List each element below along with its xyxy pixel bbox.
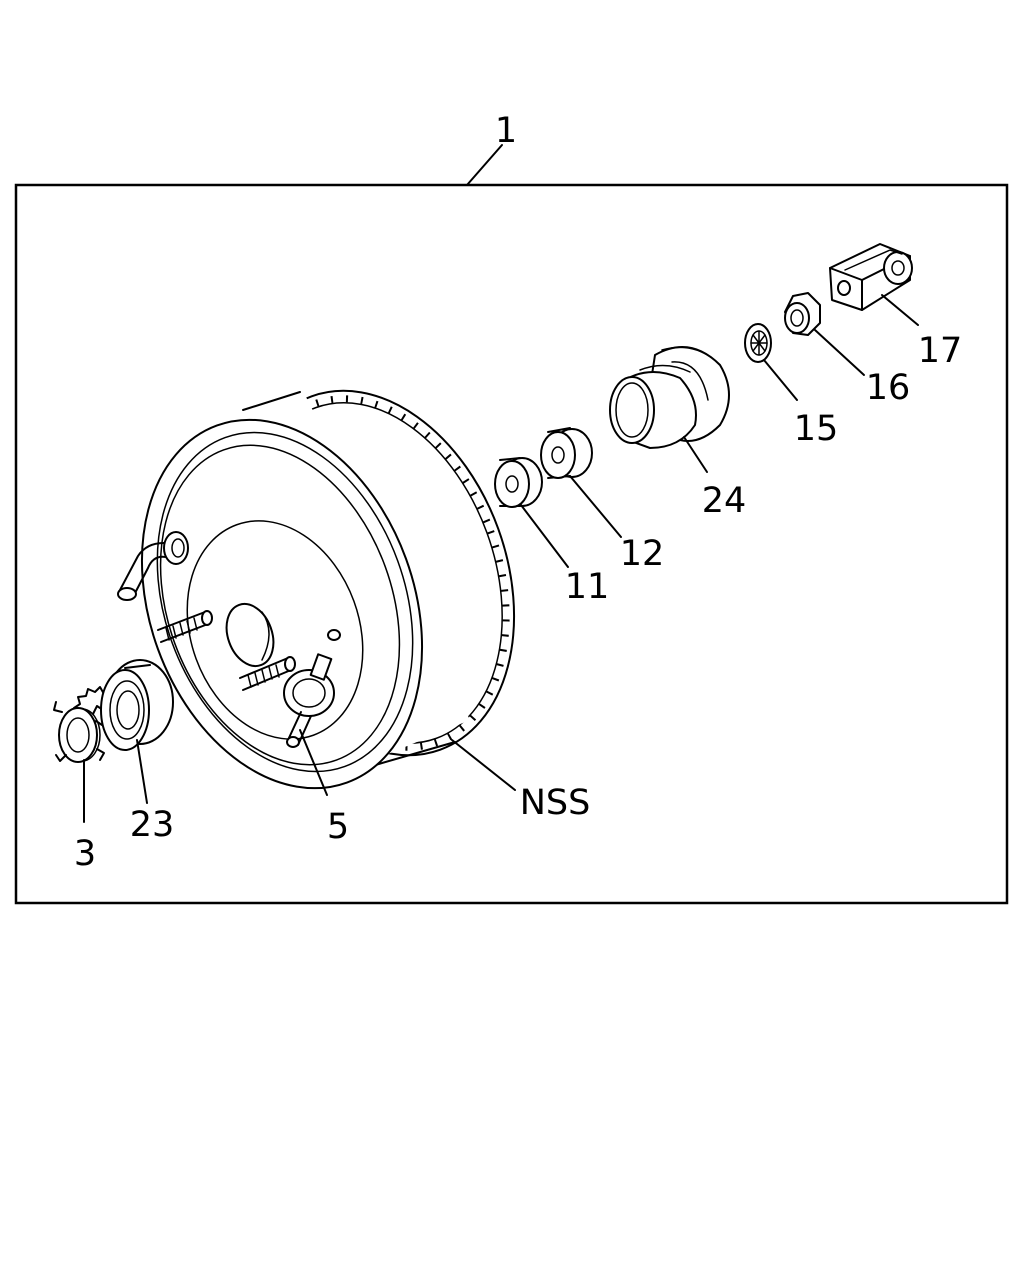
callout-17: 17: [918, 331, 963, 371]
leader-line-12: [569, 475, 622, 538]
callout-1: 1: [495, 111, 517, 151]
leader-line-24: [683, 436, 708, 473]
brake-booster-drawing: [117, 389, 516, 790]
leader-line-5: [299, 729, 328, 796]
washer-11-drawing: [494, 457, 543, 508]
callout-12: 12: [620, 534, 665, 574]
retainer-15-drawing: [744, 323, 772, 363]
nut-16-drawing: [784, 292, 821, 336]
callout-5: 5: [327, 807, 349, 847]
assembly-frame: [14, 183, 1009, 905]
callout-11: 11: [565, 567, 610, 607]
callout-3: 3: [74, 834, 96, 874]
grommet-drawing: [100, 659, 174, 751]
leader-line-16: [814, 329, 865, 376]
callout-nss: NSS: [520, 783, 591, 823]
callout-15: 15: [794, 409, 839, 449]
boot-drawing: [609, 346, 730, 449]
clevis-drawing: [829, 243, 913, 311]
spacer-12-drawing: [540, 427, 593, 479]
leader-line-15: [763, 359, 798, 401]
callout-24: 24: [702, 481, 747, 521]
leader-line-11: [520, 504, 569, 568]
leader-line-nss: [451, 739, 516, 791]
leader-line-17: [881, 294, 919, 326]
leader-line-23: [136, 739, 148, 804]
callout-23: 23: [130, 805, 175, 845]
callout-16: 16: [866, 368, 911, 408]
leader-line-1: [466, 144, 503, 186]
